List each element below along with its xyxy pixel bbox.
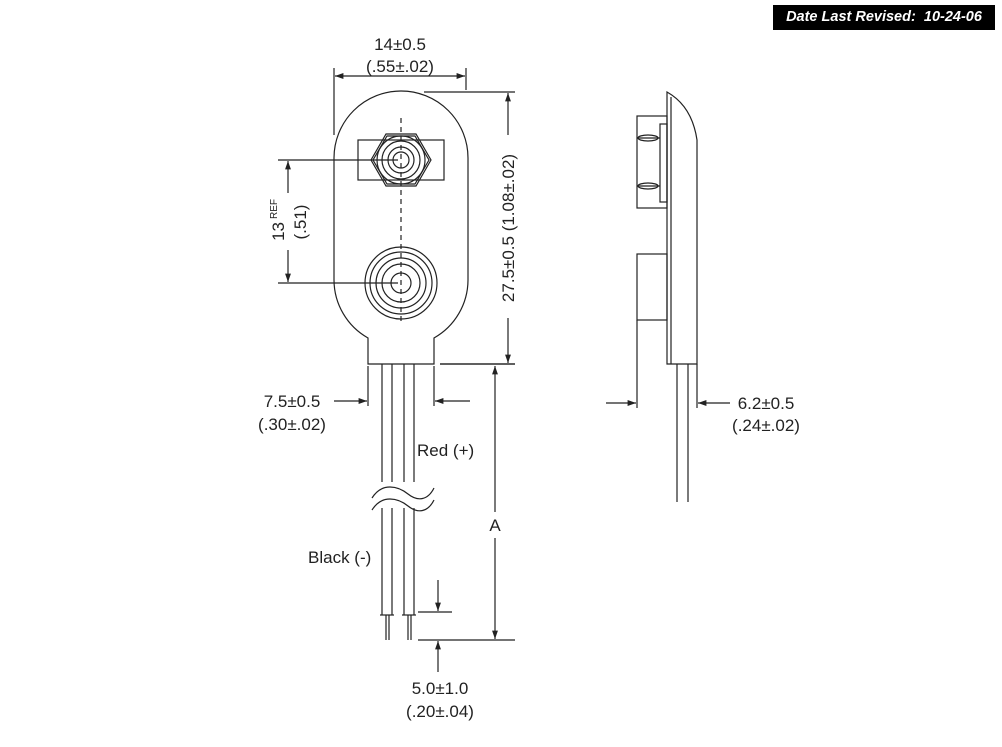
pitch-dimension <box>278 159 398 284</box>
neck-dimension <box>334 366 470 406</box>
thickness-in-label: (.24±.02) <box>732 416 800 435</box>
pitch-in-label: (.51) <box>291 205 310 240</box>
strip-mm-label: 5.0±1.0 <box>412 679 469 698</box>
front-view <box>278 68 515 672</box>
wires <box>371 364 435 640</box>
strip-in-label: (.20±.04) <box>406 702 474 721</box>
thickness-mm-label: 6.2±0.5 <box>738 394 795 413</box>
pitch-label-group: 13 REF (.51) <box>269 199 310 241</box>
neck-mm-label: 7.5±0.5 <box>264 392 321 411</box>
strip-dimension <box>418 580 452 672</box>
lead-length-label: A <box>489 516 501 535</box>
neck-in-label: (.30±.02) <box>258 415 326 434</box>
height-label-group: 27.5±0.5 (1.08±.02) <box>499 154 518 302</box>
lead-length-dimension <box>418 363 515 641</box>
date-revised-badge: Date Last Revised: 10-24-06 <box>773 5 995 30</box>
side-male-terminal <box>636 253 668 321</box>
side-wires <box>676 364 689 502</box>
height-label: 27.5±0.5 (1.08±.02) <box>499 154 518 302</box>
pitch-ref-label: REF <box>269 199 280 219</box>
thickness-dimension <box>606 320 730 408</box>
width-in-label: (.55±.02) <box>366 57 434 76</box>
side-view <box>606 90 730 502</box>
width-mm-label: 14±0.5 <box>374 35 426 54</box>
red-wire-label: Red (+) <box>417 441 474 460</box>
width-dimension <box>333 68 467 135</box>
black-wire-label: Black (-) <box>308 548 371 567</box>
side-female-terminal <box>636 115 668 209</box>
date-revised-label: Date Last Revised: <box>786 9 916 25</box>
snap-body-outline <box>333 90 469 365</box>
date-revised-value: 10-24-06 <box>923 9 982 25</box>
pitch-mm-label: 13 <box>269 222 288 241</box>
side-body-outline <box>666 90 698 365</box>
